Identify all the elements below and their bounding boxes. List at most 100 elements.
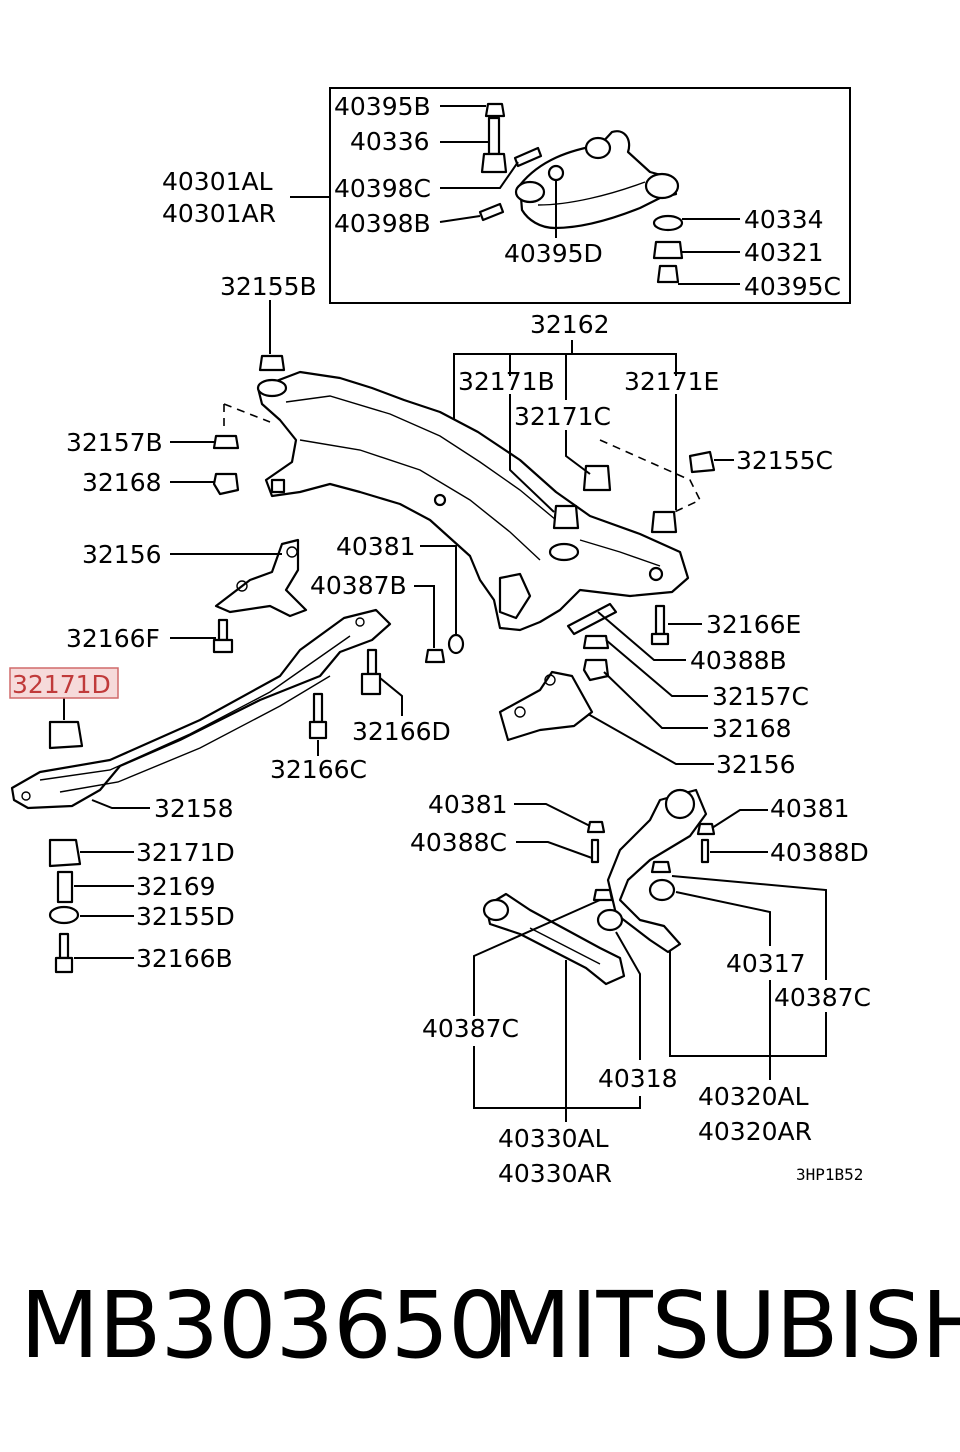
boot-40321 <box>652 240 684 260</box>
label-32171D-highlighted: 32171D <box>12 670 111 699</box>
bolt-40388C <box>590 838 600 864</box>
nut-40381 <box>696 822 716 836</box>
member-body <box>10 608 392 810</box>
upper-leader-lines <box>290 105 740 285</box>
label-32166E: 32166E <box>706 610 801 639</box>
washer-32155D <box>48 905 80 925</box>
crossmember-body <box>256 370 690 632</box>
crossmember-mount <box>548 542 580 562</box>
bushing-32171E <box>650 510 678 534</box>
lower-arm-40330 <box>484 892 626 986</box>
label-32166D: 32166D <box>352 717 451 746</box>
label-32171B: 32171B <box>458 367 555 396</box>
lower-arm-assembly <box>482 788 716 986</box>
crossmember-32162 <box>256 370 690 632</box>
label-32166B: 32166B <box>136 944 233 973</box>
label-32156-right: 32156 <box>716 750 796 779</box>
label-40334: 40334 <box>744 205 824 234</box>
label-32155C: 32155C <box>736 446 833 475</box>
washer-40381 <box>447 633 465 655</box>
left-mount-stack <box>48 838 82 974</box>
label-40388C: 40388C <box>410 828 507 857</box>
member-32158 <box>10 608 392 810</box>
nut-40395C <box>656 264 680 284</box>
upper-arm-bushing <box>514 180 546 204</box>
nut-40381 <box>586 820 606 834</box>
label-32168-right: 32168 <box>712 714 792 743</box>
crossmember-mount <box>256 378 288 398</box>
label-40317: 40317 <box>726 949 806 978</box>
label-40387C-right: 40387C <box>774 983 871 1012</box>
label-32171D: 32171D <box>136 838 235 867</box>
label-32168-upper: 32168 <box>82 468 162 497</box>
bushing-32155C <box>688 450 716 474</box>
label-40320AL: 40320AL <box>698 1082 809 1111</box>
label-40381-lower-left: 40381 <box>428 790 508 819</box>
nut-40387C <box>650 860 672 874</box>
bushing-32157B <box>212 434 240 450</box>
bolt-32166F <box>212 618 234 654</box>
label-40398B: 40398B <box>334 209 431 238</box>
collar-32169 <box>56 870 74 904</box>
bushing-32171B <box>552 504 580 530</box>
label-32155B: 32155B <box>220 272 317 301</box>
label-32155D: 32155D <box>136 902 235 931</box>
part-number: MB303650 <box>20 1272 507 1379</box>
clip-40334 <box>652 214 684 232</box>
label-40301AL: 40301AL <box>162 167 273 196</box>
label-32166F: 32166F <box>66 624 160 653</box>
ball-joint-40318 <box>596 908 624 932</box>
label-40321: 40321 <box>744 238 824 267</box>
bushing-32168 <box>212 472 240 496</box>
bolt-32166B <box>58 932 70 960</box>
label-32171E: 32171E <box>624 367 719 396</box>
label-40395B: 40395B <box>334 92 431 121</box>
brand-name: MITSUBISHI <box>492 1272 960 1379</box>
label-40398C: 40398C <box>334 174 431 203</box>
label-40388D: 40388D <box>770 838 869 867</box>
label-40387B: 40387B <box>310 571 407 600</box>
label-40387C-left: 40387C <box>422 1014 519 1043</box>
highlight-box <box>9 667 119 699</box>
nut-40395B <box>484 102 506 118</box>
label-32171C: 32171C <box>514 402 611 431</box>
bolt-32166C <box>308 692 328 740</box>
label-40395D: 40395D <box>504 239 603 268</box>
nut-40387B <box>424 648 446 664</box>
label-40395C: 40395C <box>744 272 841 301</box>
bolt-32166E <box>650 604 670 646</box>
label-32162: 32162 <box>530 310 610 339</box>
bolt-40336 <box>487 116 501 156</box>
main-leader-lines <box>63 300 827 1122</box>
bolt-40398B <box>478 202 505 222</box>
bushing-32171D <box>48 838 82 868</box>
bolt-32166D <box>360 648 382 696</box>
bushing-32157C <box>582 634 610 650</box>
label-40381-upper: 40381 <box>336 532 416 561</box>
label-32156-left: 32156 <box>82 540 162 569</box>
bracket-32156-left <box>214 538 308 618</box>
bolt-40398C <box>513 146 543 168</box>
part-labels: 40395B 40336 40301AL 40301AR 40398C 4039… <box>12 92 871 1188</box>
ball-joint-40317 <box>648 878 676 902</box>
nut-40395D <box>547 164 565 182</box>
label-32169: 32169 <box>136 872 216 901</box>
label-40330AL: 40330AL <box>498 1124 609 1153</box>
label-32157C: 32157C <box>712 682 809 711</box>
label-32157B: 32157B <box>66 428 163 457</box>
bushing-32171C <box>582 464 612 492</box>
bracket-32156-right <box>498 670 594 742</box>
bolt-40388B <box>566 602 618 636</box>
label-32158: 32158 <box>154 794 234 823</box>
crossmember-bracket <box>498 572 532 620</box>
label-40318: 40318 <box>598 1064 678 1093</box>
label-40301AR: 40301AR <box>162 199 276 228</box>
upper-arm-assembly <box>478 102 684 284</box>
label-40320AR: 40320AR <box>698 1117 812 1146</box>
crossmember-bushings <box>212 354 716 534</box>
nut-40387C <box>592 888 614 902</box>
bushing-32155B <box>258 354 286 372</box>
label-40381-lower-right: 40381 <box>770 794 850 823</box>
upper-arm-inset-box <box>329 87 851 304</box>
